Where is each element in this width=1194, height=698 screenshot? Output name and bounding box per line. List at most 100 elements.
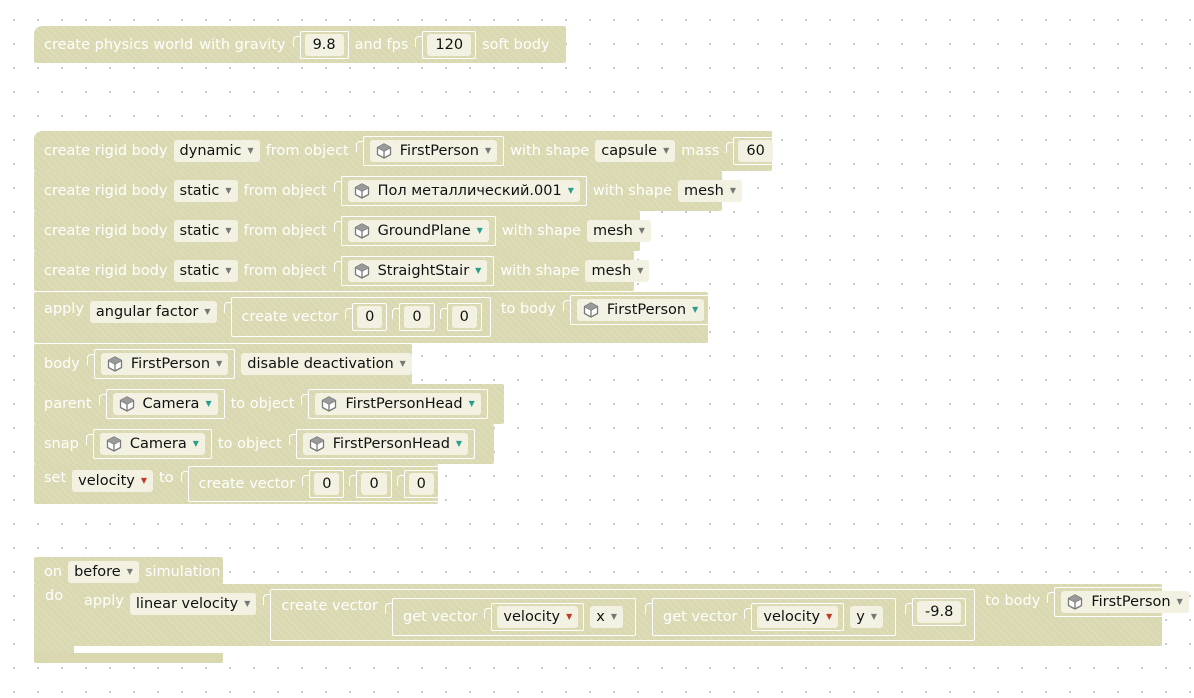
body-type-value: static: [179, 183, 220, 199]
body-dropdown[interactable]: FirstPerson▼: [1061, 591, 1189, 613]
chevron-down-icon: ▼: [663, 146, 670, 155]
create-physics-world-block[interactable]: create physics world with gravity 9.8 an…: [34, 26, 566, 63]
fps-label: and fps: [354, 36, 409, 53]
when-dropdown[interactable]: before▼: [68, 561, 139, 583]
rigid-body-block-4[interactable]: create rigid body static▼ from object St…: [34, 251, 650, 291]
event-footer: [34, 653, 223, 663]
get-vector-block-x[interactable]: get vector velocity▼ x▼: [385, 598, 636, 636]
chevron-down-icon: ▼: [244, 599, 251, 608]
object-dropdown[interactable]: GroundPlane▼: [347, 220, 489, 242]
factor-dropdown[interactable]: angular factor▼: [89, 301, 217, 323]
rigid-body-block-2[interactable]: create rigid body static▼ from object По…: [34, 171, 742, 211]
to-body-label: to body: [985, 593, 1041, 609]
fps-socket: 120: [415, 30, 477, 59]
gravity-input[interactable]: 9.8: [304, 33, 344, 56]
vector-z-input[interactable]: -9.8: [917, 601, 962, 623]
vector-y-input[interactable]: 0: [404, 306, 430, 328]
object-socket: StraightStair▼: [333, 256, 495, 286]
chevron-down-icon: ▼: [225, 186, 232, 195]
object-socket: Пол металлический.001 ▼: [333, 176, 587, 206]
axis-dropdown[interactable]: y▼: [850, 606, 883, 628]
fps-input[interactable]: 120: [427, 33, 472, 56]
parent-block[interactable]: parent Camera▼ to object FirstPersonHead…: [34, 384, 504, 424]
vector-x-socket: 0: [302, 470, 345, 498]
object-socket: Camera▼: [85, 429, 212, 459]
apply-label: apply: [84, 593, 124, 609]
from-object-label: from object: [243, 183, 327, 199]
object-dropdown[interactable]: StraightStair▼: [347, 260, 488, 282]
create-vector-block[interactable]: create vector 0 0 0: [223, 297, 491, 337]
get-vector-block-y[interactable]: get vector velocity▼ y▼: [645, 598, 896, 636]
body-dropdown[interactable]: FirstPerson▼: [576, 299, 705, 321]
cube-icon: [354, 263, 370, 279]
axis-value: y: [856, 609, 865, 625]
vector-x-input[interactable]: 0: [357, 306, 383, 328]
target-dropdown[interactable]: FirstPersonHead▼: [302, 433, 469, 455]
object-dropdown[interactable]: Пол металлический.001 ▼: [347, 180, 580, 202]
do-label: do: [45, 588, 64, 604]
from-object-label: from object: [243, 223, 327, 239]
action-value: disable deactivation: [247, 356, 394, 372]
body-deactivation-block[interactable]: body FirstPerson▼ disable deactivation▼: [34, 344, 412, 384]
snap-block[interactable]: snap Camera▼ to object FirstPersonHead▼: [34, 424, 494, 464]
vector-x-socket: 0: [345, 303, 388, 331]
create-vector-label: create vector: [241, 309, 339, 325]
vector-x-input[interactable]: 0: [314, 473, 340, 495]
vector-y-input[interactable]: 0: [361, 473, 387, 495]
cube-icon: [354, 223, 370, 239]
shape-dropdown[interactable]: mesh▼: [678, 180, 742, 202]
with-shape-label: with shape: [510, 143, 590, 159]
target-name: FirstPersonHead: [332, 436, 450, 452]
axis-dropdown[interactable]: x▼: [590, 606, 623, 628]
shape-dropdown[interactable]: mesh▼: [585, 260, 650, 282]
object-dropdown[interactable]: FirstPerson▼: [369, 140, 498, 162]
rigid-body-block-1[interactable]: create rigid body dynamic▼ from object F…: [34, 131, 778, 171]
apply-linear-velocity-block[interactable]: apply linear velocity▼ create vector get…: [74, 584, 1194, 646]
object-dropdown[interactable]: FirstPerson▼: [100, 353, 229, 375]
property-dropdown[interactable]: velocity▼: [72, 470, 153, 492]
action-dropdown[interactable]: disable deactivation▼: [241, 353, 412, 375]
target-socket: FirstPersonHead▼: [288, 429, 476, 459]
object-name: Пол металлический.001: [377, 183, 562, 199]
object-name: Camera: [142, 396, 200, 412]
create-vector-block[interactable]: create vector 0 0 0: [180, 466, 448, 502]
from-object-label: from object: [265, 143, 349, 159]
create-rigid-body-label: create rigid body: [44, 263, 168, 279]
parent-label: parent: [44, 396, 92, 412]
cube-icon: [321, 396, 337, 412]
shape-dropdown[interactable]: capsule ▼: [595, 140, 676, 162]
mass-input[interactable]: 60: [738, 140, 773, 162]
body-socket: FirstPerson▼: [1047, 587, 1194, 617]
to-label: to: [159, 470, 174, 486]
chevron-down-icon: ▼: [126, 567, 133, 576]
vector-z-input[interactable]: 0: [451, 306, 477, 328]
body-type-dropdown[interactable]: static ▼: [173, 180, 238, 202]
on-simulation-event-block[interactable]: on before▼ simulation do apply linear ve…: [34, 557, 1194, 663]
create-vector-block[interactable]: create vector get vector velocity▼ x▼ ge…: [263, 589, 976, 641]
velocity-type-dropdown[interactable]: linear velocity ▼: [129, 593, 257, 615]
apply-angular-factor-block[interactable]: apply angular factor▼ create vector 0 0 …: [34, 292, 712, 343]
object-dropdown[interactable]: Camera▼: [99, 433, 205, 455]
body-name: FirstPerson: [1091, 594, 1171, 610]
object-name: GroundPlane: [377, 223, 471, 239]
set-velocity-block[interactable]: set velocity▼ to create vector 0 0 0: [34, 464, 448, 504]
shape-value: capsule: [601, 143, 658, 159]
set-label: set: [44, 470, 67, 486]
velocity-type-value: linear velocity: [135, 596, 239, 612]
chevron-down-icon: ▼: [566, 612, 573, 621]
target-dropdown[interactable]: FirstPersonHead▼: [315, 393, 481, 415]
object-socket: GroundPlane▼: [333, 216, 496, 246]
object-dropdown[interactable]: Camera▼: [112, 393, 218, 415]
body-type-dropdown[interactable]: static▼: [173, 220, 238, 242]
gravity-label: with gravity: [199, 36, 286, 53]
body-type-dropdown[interactable]: dynamic▼: [173, 140, 260, 162]
chevron-down-icon: ▼: [567, 186, 574, 195]
get-vector-prop-dropdown[interactable]: velocity▼: [497, 606, 579, 628]
mass-label: mass: [681, 143, 720, 159]
vector-z-input[interactable]: 0: [408, 473, 434, 495]
body-type-dropdown[interactable]: static▼: [173, 260, 238, 282]
rigid-body-block-3[interactable]: create rigid body static▼ from object Gr…: [34, 211, 651, 251]
get-vector-prop-dropdown[interactable]: velocity▼: [757, 606, 839, 628]
shape-dropdown[interactable]: mesh▼: [586, 220, 651, 242]
